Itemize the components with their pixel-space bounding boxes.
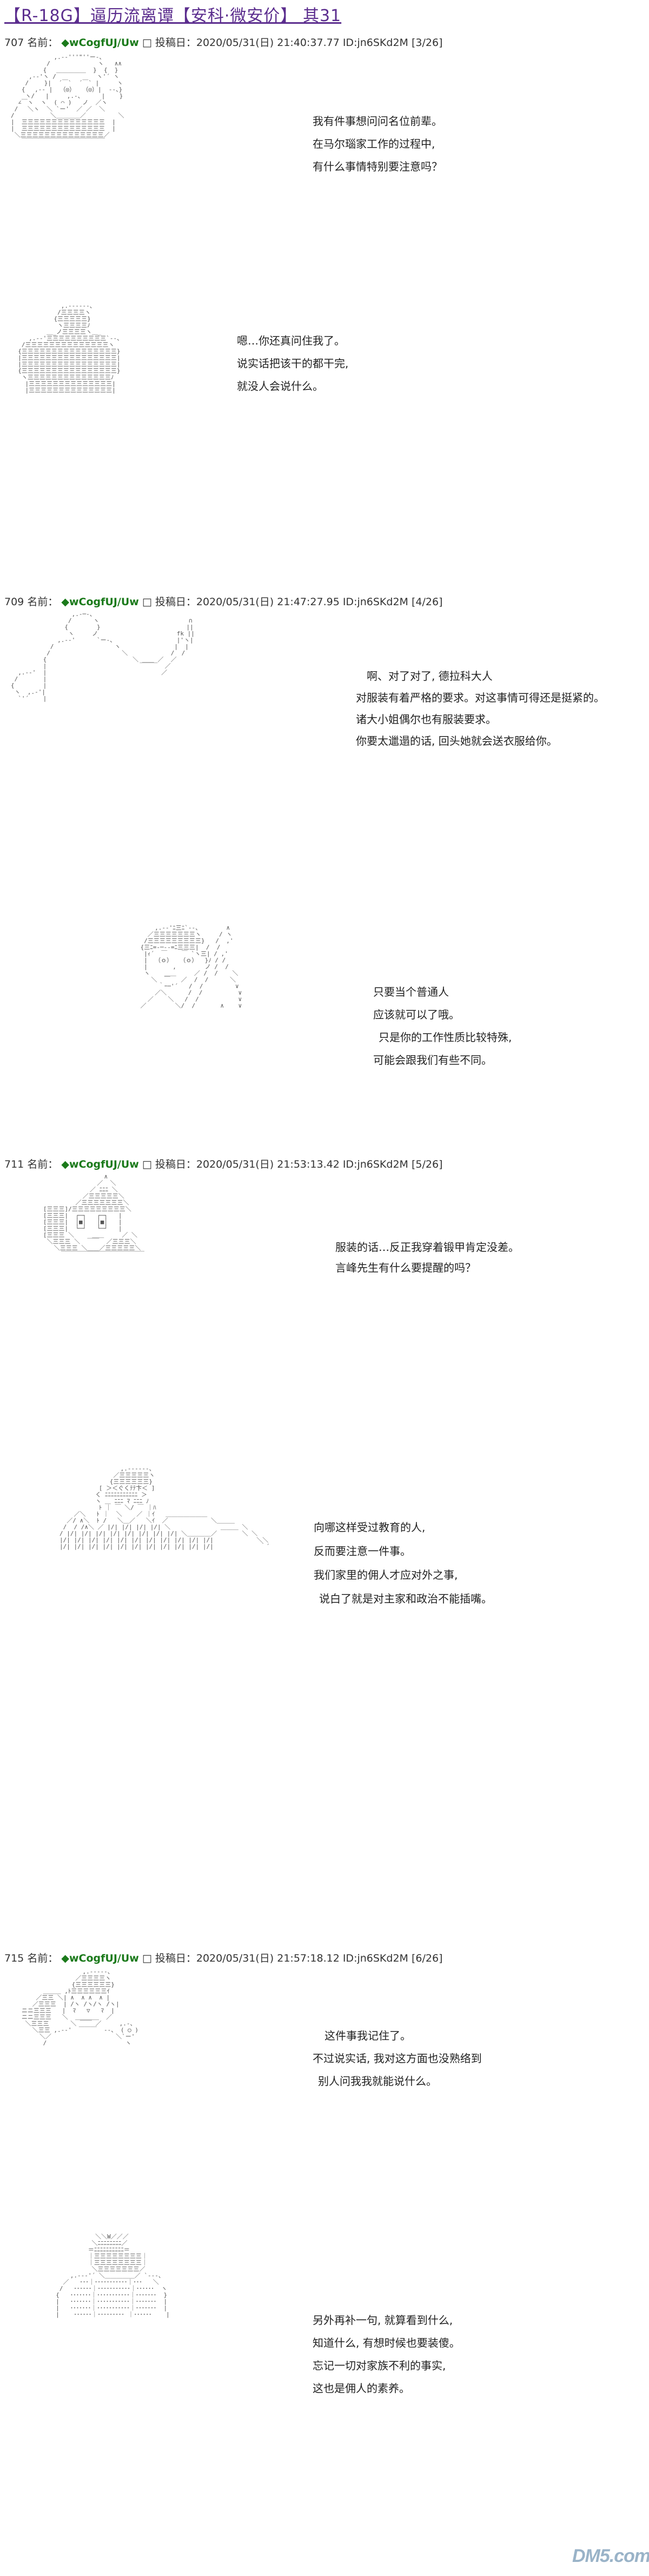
dialog-line: 啊、对了对了, 德拉科大人: [367, 670, 493, 683]
dialog-line: 我有件事想问问名位前辈。: [313, 115, 442, 128]
dialog-block: 嗯…你还真问住我了。 说实话把该干的都干完, 就没人会说什么。: [237, 335, 348, 403]
dialog-line: 别人问我我就能说什么。: [318, 2075, 437, 2088]
dialog-line: 不过说实话, 我对这方面也没熟络到: [313, 2052, 482, 2065]
dialog-line: 服装的话…反正我穿着锻甲肯定没差。: [335, 1241, 519, 1254]
dialog-line: 忘记一切对家族不利的事实,: [313, 2359, 446, 2372]
ascii-art-figure: ,.-‐'''"''ー-、 / ヽ ∧∧ { ＿＿＿＿＿ } { } ,-‐'ヽ…: [11, 54, 124, 145]
dialog-line: 你要太邋遢的话, 回头她就会送衣服给你。: [356, 734, 558, 747]
ascii-art-figure: ,.-‐‐‐‐-、 ／三三三三三ヽ {三三三三三三} [ ＞＜ぐくﾃﾃ卞＜ ] …: [59, 1466, 270, 1550]
post-label: 名前：: [27, 596, 58, 608]
dialog-line: 向哪这样受过教育的人,: [314, 1521, 426, 1534]
dialog-line: 就没人会说什么。: [237, 380, 323, 393]
poster-name: ◆wCogfUJ/Uw: [61, 596, 139, 608]
dialog-line: 知道什么, 有想时候也要装傻。: [313, 2336, 460, 2349]
dialog-block: 服装的话…反正我穿着锻甲肯定没差。 言峰先生有什么要提醒的吗？: [335, 1242, 519, 1283]
post-number: 707: [4, 37, 24, 49]
dialog-line: 这也是佣人的素养。: [313, 2382, 410, 2395]
dialog-line: 我们家里的佣人才应对外之事,: [314, 1568, 458, 1581]
dialog-line: 在马尔瑙家工作的过程中,: [313, 137, 435, 150]
dialog-line: 有什么事情特别要注意吗？: [313, 160, 442, 173]
dialog-line: 可能会跟我们有些不同。: [373, 1054, 492, 1067]
post-number: 711: [4, 1158, 24, 1170]
page-title[interactable]: 【R-18G】逼历流离谭【安科·微安价】 其31: [4, 6, 342, 25]
ascii-art-figure: ,.-‐‐‐-、 ／三三三三ヽ {三三三三三三} ＿＿＿ ,ﾄ三三三三三三ｲ ／…: [21, 1969, 138, 2047]
post-header: 707 名前： ◆wCogfUJ/Uw □ 投稿日：2020/05/31(日) …: [4, 35, 442, 49]
dialog-line: 说实话把该干的都干完,: [237, 357, 349, 370]
dialog-block: 只要当个普通人 应该就可以了哦。 只是你的工作性质比较特殊, 可能会跟我们有些不…: [373, 986, 512, 1077]
ascii-art-figure: ,.-─-、 / ヽ ∩ { } || ヽ ノ fk || ,.-‐' `ー-、: [11, 611, 195, 702]
dialog-line: 嗯…你还真问住我了。: [237, 334, 345, 347]
dialog-block: 我有件事想问问名位前辈。 在马尔瑙家工作的过程中, 有什么事情特别要注意吗？: [313, 116, 442, 184]
ascii-art-figure: ∧ ／ ＼ ／ ﾆﾆﾆ ＼ ／三三三三三＼ ／三三三三三三三＼ [三三三]/三三…: [43, 1174, 144, 1258]
post-meta: □ 投稿日：2020/05/31(日) 21:53:13.42 ID:jn6SK…: [142, 1158, 443, 1170]
post-number: 709: [4, 596, 24, 608]
watermark-logo: DM5.com: [572, 2546, 649, 2566]
post-label: 名前：: [27, 1952, 58, 1964]
dialog-block: 另外再补一句, 就算看到什么, 知道什么, 有想时候也要装傻。 忘记一切对家族不…: [313, 2315, 460, 2406]
post-meta: □ 投稿日：2020/05/31(日) 21:47:27.95 ID:jn6SK…: [142, 596, 443, 608]
ascii-art-figure: ,.-‐'ﾆ三ﾆ`‐-、 ∧ ／三三三三三三三ヽ / ヽ /三三三三三三三三三}…: [140, 925, 242, 1009]
poster-name: ◆wCogfUJ/Uw: [61, 1158, 139, 1170]
ascii-art-figure: ,.-‐‐‐‐-、 /三三三三ヽ {三三三三三} ヽ三三三三ﾉ ＿_ノ三三三三ヽ…: [18, 303, 123, 394]
post-header: 715 名前： ◆wCogfUJ/Uw □ 投稿日：2020/05/31(日) …: [4, 1950, 442, 1965]
post-meta: □ 投稿日：2020/05/31(日) 21:40:37.77 ID:jn6SK…: [142, 37, 443, 49]
post-label: 名前：: [27, 1158, 58, 1170]
dialog-block: 这件事我记住了。 不过说实话, 我对这方面也没熟络到 别人问我我就能说什么。: [313, 2030, 482, 2098]
poster-name: ◆wCogfUJ/Uw: [61, 1952, 139, 1964]
dialog-line: 反而要注意一件事。: [314, 1545, 411, 1558]
poster-name: ◆wCogfUJ/Uw: [61, 37, 139, 49]
ascii-art-figure: ＼＼W／／／ ＼ﾆﾆﾆﾆﾆﾆﾆﾆ／ ＝ﾆﾆﾆﾆﾆﾆﾆﾆﾆﾆ＝ ｜三三三三三三三三…: [56, 2234, 170, 2318]
dialog-block: 向哪这样受过教育的人, 反而要注意一件事。 我们家里的佣人才应对外之事, 说白了…: [314, 1522, 492, 1617]
dialog-line: 诸大小姐偶尔也有服装要求。: [356, 713, 496, 726]
dialog-line: 对服装有着严格的要求。对这事情可得还是挺紧的。: [356, 691, 605, 704]
post-label: 名前：: [27, 37, 58, 49]
post-number: 715: [4, 1952, 24, 1964]
post-header: 709 名前： ◆wCogfUJ/Uw □ 投稿日：2020/05/31(日) …: [4, 594, 442, 608]
dialog-line: 说白了就是对主家和政治不能插嘴。: [319, 1592, 492, 1605]
post-header: 711 名前： ◆wCogfUJ/Uw □ 投稿日：2020/05/31(日) …: [4, 1156, 442, 1171]
dialog-block: 啊、对了对了, 德拉科大人 对服装有着严格的要求。对这事情可得还是挺紧的。 诸大…: [356, 671, 605, 757]
dialog-line: 应该就可以了哦。: [373, 1008, 460, 1021]
dialog-line: 言峰先生有什么要提醒的吗？: [335, 1261, 476, 1274]
dialog-line: 只是你的工作性质比较特殊,: [379, 1031, 512, 1044]
dialog-line: 只要当个普通人: [373, 985, 449, 998]
dialog-line: 另外再补一句, 就算看到什么,: [313, 2314, 453, 2327]
dialog-line: 这件事我记住了。: [325, 2029, 411, 2042]
post-meta: □ 投稿日：2020/05/31(日) 21:57:18.12 ID:jn6SK…: [142, 1952, 443, 1964]
